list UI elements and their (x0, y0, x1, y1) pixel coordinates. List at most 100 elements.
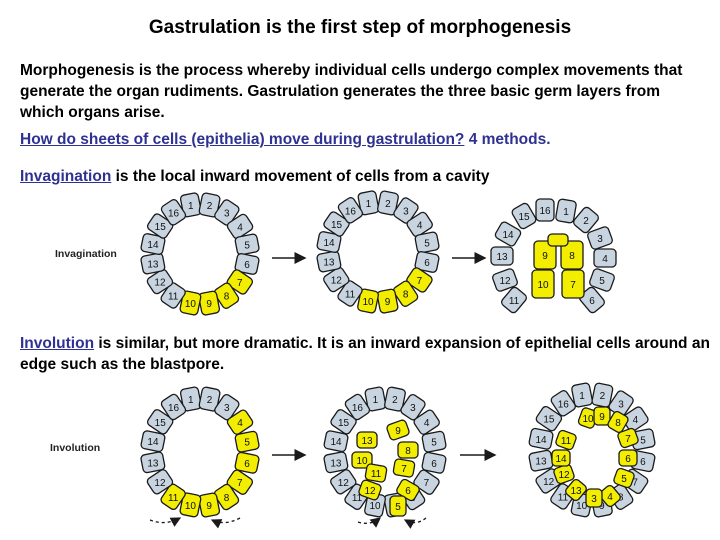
invol-stage1-cell-14: 14 (140, 430, 166, 453)
invol-stage1-cell-12: 12 (146, 469, 174, 495)
invol-stage3-cell-16: 16 (550, 390, 576, 417)
involution-term-link[interactable]: Involution (20, 335, 95, 352)
invol-stage3-inner-4: 4 (599, 484, 621, 508)
svg-text:7: 7 (424, 478, 430, 489)
invag-stage3-cell-3: 3 (587, 226, 613, 250)
page-title: Gastrulation is the first step of morpho… (148, 17, 572, 38)
svg-text:12: 12 (364, 486, 376, 497)
invag-stage2-cell-15: 15 (323, 211, 350, 237)
invag-stage2-cell-3: 3 (393, 197, 419, 224)
svg-text:14: 14 (323, 238, 335, 249)
invol-stage3-inner-9: 9 (593, 406, 611, 426)
svg-text:10: 10 (369, 501, 381, 512)
invag-stage2-cell-8: 8 (392, 280, 419, 307)
invol-stage3-cell-14: 14 (528, 427, 554, 450)
svg-text:11: 11 (168, 291, 179, 302)
invag-stage3-cell-8: 8 (560, 240, 584, 270)
question-link[interactable]: How do sheets of cells (epithelia) move … (20, 131, 465, 148)
invol-stage1-cell-3: 3 (214, 393, 240, 421)
invol-stage1-cell-5: 5 (234, 430, 260, 453)
svg-text:6: 6 (424, 258, 430, 269)
svg-text:6: 6 (640, 457, 646, 468)
invag-stage3-cell-4: 4 (593, 248, 617, 268)
svg-text:13: 13 (361, 436, 373, 447)
svg-text:13: 13 (147, 260, 159, 271)
invol-flow-right (210, 517, 241, 529)
svg-text:9: 9 (542, 251, 548, 262)
invag-stage1-cell-15: 15 (146, 213, 174, 239)
invag-stage1-cell-1: 1 (179, 192, 202, 218)
invag-stage3-cell-15: 15 (511, 202, 537, 230)
invag-stage2-cell-5: 5 (414, 231, 440, 254)
svg-text:14: 14 (147, 437, 159, 448)
svg-text:12: 12 (543, 477, 555, 488)
svg-text:3: 3 (403, 207, 409, 218)
invol-stage3-inner-6: 6 (618, 449, 638, 467)
svg-text:16: 16 (539, 206, 551, 217)
svg-text:2: 2 (600, 391, 606, 402)
svg-text:16: 16 (352, 403, 364, 414)
involution-figure-label: Involution (50, 442, 101, 454)
invag-stage1-cell-8: 8 (213, 282, 240, 309)
invag-stage2-cell-4: 4 (406, 211, 433, 238)
invol-stage3-inner-5: 5 (613, 467, 635, 489)
invagination-definition: Invagination is the local inward movemen… (20, 168, 489, 186)
svg-text:6: 6 (589, 296, 595, 307)
svg-text:6: 6 (244, 459, 250, 470)
invol-stage2-cell-3: 3 (400, 393, 426, 421)
svg-text:7: 7 (417, 276, 423, 287)
invol-stage1-cell-6: 6 (234, 451, 260, 474)
svg-text:5: 5 (244, 240, 250, 251)
invol-stage3-inner-11: 11 (555, 429, 577, 451)
svg-text:4: 4 (607, 492, 613, 503)
svg-text:15: 15 (155, 418, 167, 429)
svg-text:15: 15 (331, 220, 343, 231)
invagination-text: is the local inward movement of cells fr… (111, 168, 490, 185)
invag-stage2-cell-11: 11 (337, 280, 363, 307)
svg-text:7: 7 (570, 280, 576, 291)
svg-text:1: 1 (188, 395, 194, 406)
invol-stage1-cell-9: 9 (198, 492, 221, 518)
svg-text:14: 14 (535, 435, 547, 446)
svg-text:4: 4 (417, 220, 423, 231)
svg-text:13: 13 (330, 458, 342, 469)
invag-stage2-cell-1: 1 (357, 190, 380, 216)
svg-text:12: 12 (499, 276, 511, 287)
invol-stage1-cell-4: 4 (226, 409, 254, 435)
invol-stage2-inner-8: 8 (397, 441, 419, 459)
svg-text:11: 11 (168, 493, 179, 504)
invol-stage2-inner-12: 12 (358, 479, 382, 501)
svg-text:7: 7 (632, 477, 638, 488)
svg-text:8: 8 (224, 292, 230, 303)
svg-text:11: 11 (509, 296, 520, 307)
invol-stage2-inner-6: 6 (396, 478, 420, 502)
invol-stage2-inner-9: 9 (386, 419, 410, 441)
svg-text:14: 14 (555, 454, 567, 465)
invag-stage1-cell-4: 4 (226, 213, 254, 240)
svg-text:14: 14 (330, 437, 342, 448)
svg-text:7: 7 (237, 278, 243, 289)
svg-text:16: 16 (345, 206, 357, 217)
invag-stage2-cell-10: 10 (357, 288, 379, 314)
svg-text:9: 9 (385, 297, 391, 308)
svg-text:10: 10 (185, 299, 197, 310)
svg-text:15: 15 (543, 415, 555, 426)
invag-stage3-cell-5: 5 (589, 268, 615, 292)
invag-stage2-cell-6: 6 (414, 251, 440, 273)
invagination-term-link[interactable]: Invagination (20, 168, 112, 185)
invag-stage2-cell-12: 12 (323, 266, 350, 293)
invol-stage2-cell-1: 1 (364, 386, 387, 412)
invol-stage3-inner-14: 14 (551, 449, 571, 467)
invag-stage1-cell-9: 9 (198, 290, 221, 316)
question-line: How do sheets of cells (epithelia) move … (20, 131, 551, 149)
svg-text:1: 1 (373, 395, 379, 406)
svg-text:6: 6 (405, 486, 411, 497)
svg-text:6: 6 (431, 459, 437, 470)
invol-stage2-cell-5: 5 (421, 430, 447, 453)
invag-stage2-cell-16: 16 (337, 197, 364, 224)
invol-stage3-cell-13: 13 (528, 449, 554, 472)
svg-text:3: 3 (224, 209, 230, 220)
svg-text:10: 10 (362, 297, 374, 308)
invol-stage3-inner-3: 3 (585, 488, 603, 508)
